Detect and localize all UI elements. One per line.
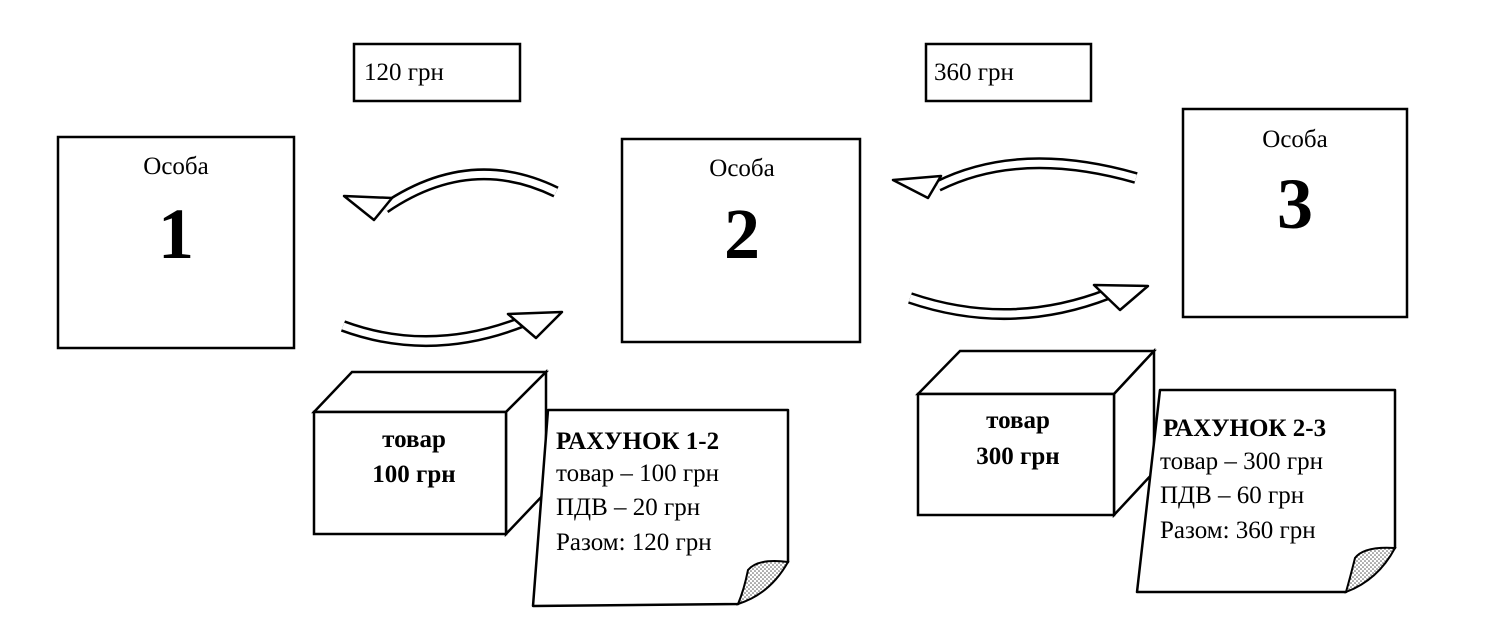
person-box-3: Особа 3 bbox=[1181, 107, 1409, 319]
payment-amount-1: 120 грн bbox=[364, 59, 444, 86]
invoice-title-1: РАХУНОК 1-2 bbox=[556, 428, 719, 455]
person-number-1: 1 bbox=[158, 194, 194, 274]
invoice-goods-line-2: товар – 300 грн bbox=[1160, 448, 1323, 475]
payment-box-2: 360 грн bbox=[924, 42, 1093, 103]
goods-arrow-1-to-2 bbox=[340, 310, 564, 347]
invoice-total-line-2: Разом: 360 грн bbox=[1160, 517, 1316, 544]
payment-amount-2: 360 грн bbox=[934, 59, 1014, 86]
payment-arrow-3-to-2 bbox=[891, 157, 1138, 200]
payment-box-1: 120 грн bbox=[352, 42, 522, 103]
invoice-vat-line-1: ПДВ – 20 грн bbox=[556, 494, 700, 521]
invoice-sheet-1: РАХУНОК 1-2 товар – 100 грн ПДВ – 20 грн… bbox=[531, 408, 790, 608]
person-box-2: Особа 2 bbox=[620, 137, 862, 344]
invoice-title-2: РАХУНОК 2-3 bbox=[1163, 415, 1326, 442]
person-label-2: Особа bbox=[709, 155, 774, 182]
person-number-3: 3 bbox=[1277, 164, 1313, 244]
person-label-3: Особа bbox=[1262, 126, 1327, 153]
goods-label-2: товар bbox=[986, 407, 1050, 434]
person-box-1: Особа 1 bbox=[56, 135, 296, 350]
person-number-2: 2 bbox=[724, 194, 760, 274]
invoice-vat-line-2: ПДВ – 60 грн bbox=[1160, 482, 1304, 509]
invoice-goods-line-1: товар – 100 грн bbox=[556, 460, 719, 487]
goods-box-1: товар 100 грн bbox=[311, 368, 550, 538]
goods-arrow-2-to-3 bbox=[908, 283, 1150, 321]
goods-label-1: товар bbox=[382, 426, 446, 453]
invoice-sheet-2: РАХУНОК 2-3 товар – 300 грн ПДВ – 60 грн… bbox=[1135, 388, 1397, 594]
payment-arrow-2-to-1 bbox=[342, 168, 559, 222]
goods-value-2: 300 грн bbox=[976, 443, 1059, 470]
goods-box-2: товар 300 грн bbox=[915, 347, 1157, 519]
person-label-1: Особа bbox=[143, 153, 208, 180]
invoice-total-line-1: Разом: 120 грн bbox=[556, 529, 712, 556]
goods-value-1: 100 грн bbox=[372, 461, 455, 488]
